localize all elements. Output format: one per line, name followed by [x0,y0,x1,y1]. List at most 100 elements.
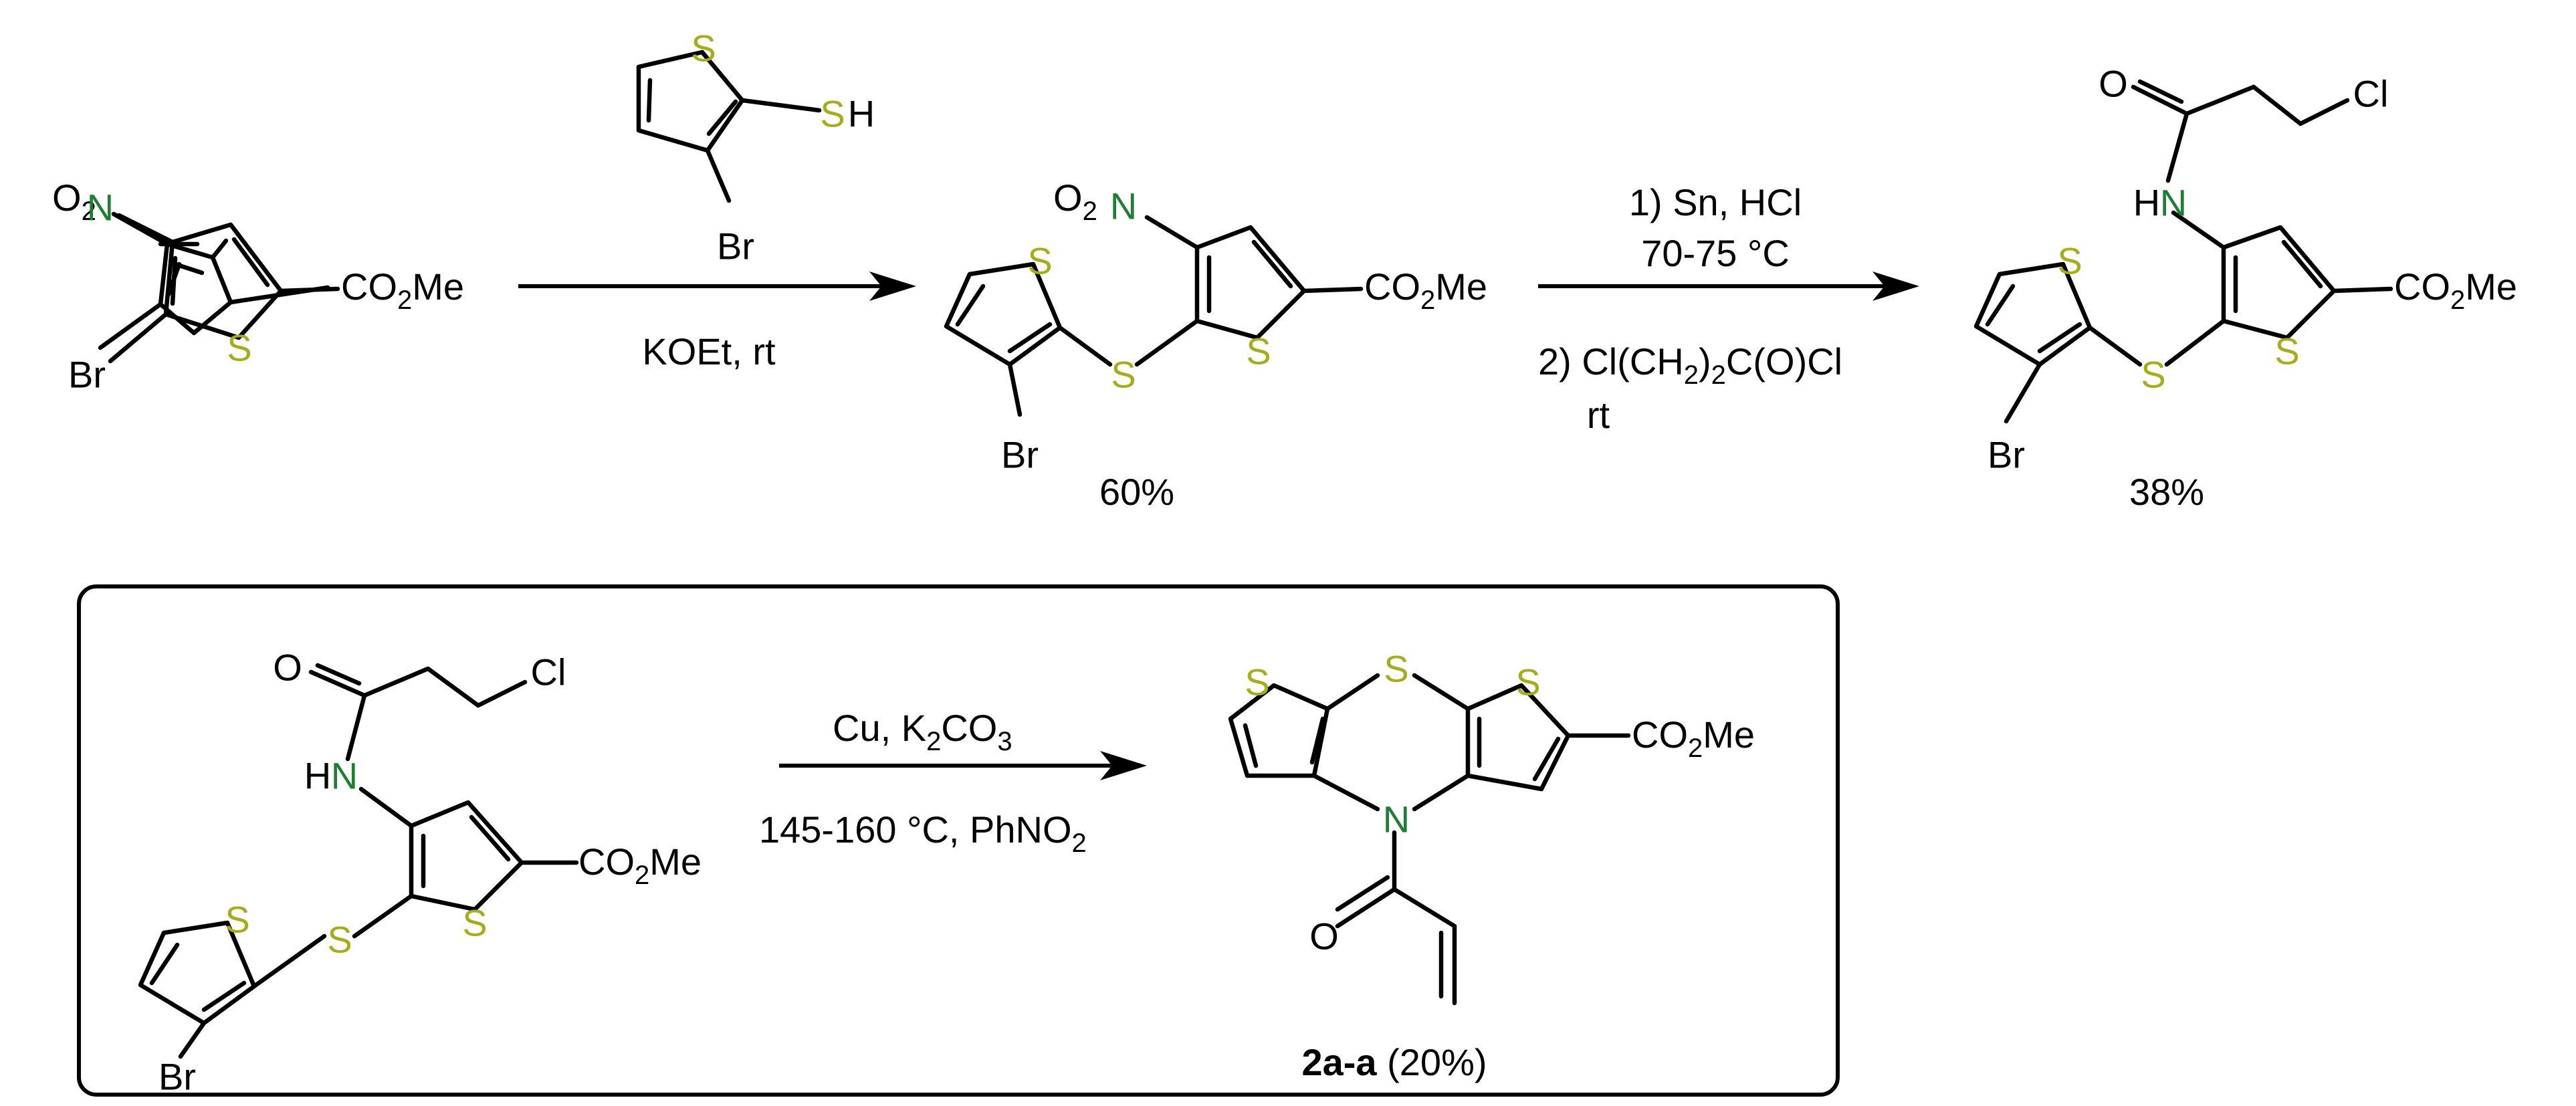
nitro-label: O2 [1053,177,1097,226]
step2-line1: 1) Sn, HCl [1629,181,1802,223]
s-thiazine-1 [1325,673,1380,711]
sulfur-atom: S [2057,240,2082,282]
bromine-atom: Br [68,354,106,396]
sulfur-atom: S [1245,661,1269,703]
step3-line1: Cu, K2CO3 [833,707,1012,756]
sulfur-atom: S [691,27,716,70]
s-bridge-1 [251,933,327,989]
yield-2: 38% [2129,471,2204,513]
br-bond-4 [2004,362,2042,424]
ring-1 [163,222,284,340]
ring-2a-double [955,284,986,327]
ring-2a-double2 [1007,322,1053,354]
arrowhead [1100,751,1147,780]
s-thiazine-2 [1412,673,1471,711]
bromine-atom: Br [1988,434,2025,476]
product-2a-a: S S S N O CO2Me 2a-a (20%) [1228,648,1755,1083]
molecule-1: O2 N Br S CO2Me [52,177,464,396]
n-thiazine-2 [1412,773,1471,812]
s-bridge-2 [2164,318,2226,367]
co-double [2137,79,2184,104]
co-double [315,663,362,686]
br-bond-2 [705,148,732,203]
ester-label: CO2Me [2394,265,2517,315]
ester-bond-3 [2331,286,2393,294]
vinyl-1 [1392,887,1457,929]
ring-3a-double [1985,284,2016,327]
product-label: 2a-a (20%) [1301,1041,1487,1083]
br-bond-3 [1007,362,1023,417]
sulfur-atom: S [1384,648,1408,690]
arrowhead [869,271,916,301]
molecule-3: O Cl H N S Br S S CO2Me 38% [1973,63,2517,513]
step2-line2: 70-75 °C [1641,232,1790,274]
nitrogen-atom: N [1110,185,1137,227]
s-bridge-2 [1134,318,1200,367]
amide-bond [345,693,367,762]
arrowhead [1872,271,1919,301]
no2-bond [116,213,175,245]
co-bond [308,669,367,698]
no2-bond-2 [1144,215,1200,250]
oxygen-atom: O [273,647,302,689]
reagent-thiol: S S H Br [636,27,875,267]
ring-1-double2 [170,255,178,306]
bond [98,302,163,350]
ring-4b [409,800,524,912]
sulfur-atom: S [1515,661,1540,703]
ring-2b-double [1251,239,1293,289]
sulfur-atom: S [2274,330,2299,372]
ring-5c-double2 [1532,736,1561,782]
ester-label: CO2Me [1364,265,1487,315]
arrow-step-1: KOEt, rt [518,271,916,372]
br-bond-5 [178,1020,207,1059]
s-bridge-1 [2087,325,2143,367]
s-bridge-2 [352,893,414,939]
cyclization-box [77,584,1840,1097]
chain-3 [2298,98,2350,126]
ring-3a [1973,261,2092,367]
chlorine-atom: Cl [2353,73,2389,115]
ring-3a-double2 [2037,322,2082,354]
arrow-step-2: 1) Sn, HCl 70-75 °C 2) Cl(CH2)2C(O)Cl rt [1538,181,1919,436]
ester-label: CO2Me [578,841,702,890]
arrow-step-3: Cu, K2CO3 145-160 °C, PhNO2 [759,707,1147,858]
reagent-double2 [706,99,738,136]
nitrogen-atom: N [2160,182,2187,224]
br-bond [108,312,169,364]
yield-1: 60% [1099,471,1174,513]
step2-line3: 2) Cl(CH2)2C(O)Cl [1538,340,1842,390]
acyl-co-double [1335,875,1390,912]
ester-bond [278,286,340,294]
sulfur-atom: S [1246,330,1271,372]
n-thiazine-1 [1311,773,1380,812]
chain-2 [425,666,481,708]
ester-label: CO2Me [341,265,464,315]
acyl-co [1335,887,1397,929]
nitrogen-atom: N [87,187,114,229]
sulfur-atom: S [225,899,249,941]
ring-1-double [231,237,270,288]
ring-4a-double2 [201,980,247,1012]
step1-conditions: KOEt, rt [642,330,776,372]
nitro-label: O2 [52,177,96,226]
bromine-atom: Br [1001,434,1039,476]
sulfur-atom: S [462,902,487,944]
ring-5a-double2 [1309,716,1325,765]
ring-4b-double [469,814,511,862]
chain-1 [2184,84,2256,116]
s-bridge-1 [1057,325,1113,367]
amide-bond [2165,111,2189,183]
nh-bond [2171,210,2226,250]
chlorine-atom: Cl [531,651,566,693]
reagent-double [646,78,653,123]
ester-label: CO2Me [1632,713,1755,763]
ring-2b [1194,225,1307,340]
sulfur-bridge-atom: S [2141,354,2165,396]
nitrogen-atom: N [331,755,358,797]
ring-3b [2221,225,2337,340]
ring-5a-double [1243,723,1259,768]
sulfur-bridge-atom: S [1111,354,1136,396]
molecule-2: S Br S S O2 N CO2Me 60% [944,177,1487,513]
